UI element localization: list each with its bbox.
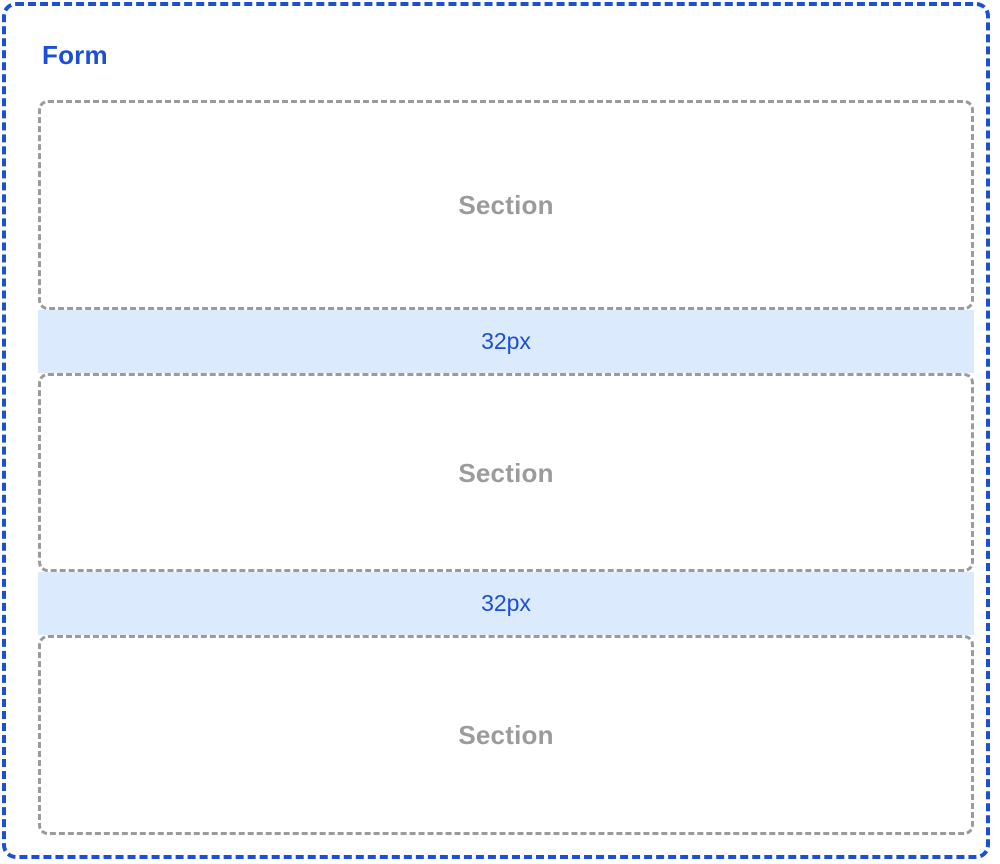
section-box: Section — [38, 373, 974, 572]
spacing-value-label: 32px — [481, 590, 531, 616]
spacing-annotation: 32px — [38, 310, 974, 373]
form-title: Form — [42, 40, 108, 70]
section-box: Section — [38, 100, 974, 310]
section-label: Section — [458, 190, 554, 220]
section-stack: Section 32px Section 32px Section — [38, 100, 974, 835]
spacing-annotation: 32px — [38, 572, 974, 635]
section-label: Section — [458, 457, 554, 488]
spacing-value-label: 32px — [481, 328, 531, 354]
section-label: Section — [458, 720, 554, 750]
form-container: Form Section 32px Section 32px Section — [2, 2, 990, 859]
section-box: Section — [38, 635, 974, 835]
